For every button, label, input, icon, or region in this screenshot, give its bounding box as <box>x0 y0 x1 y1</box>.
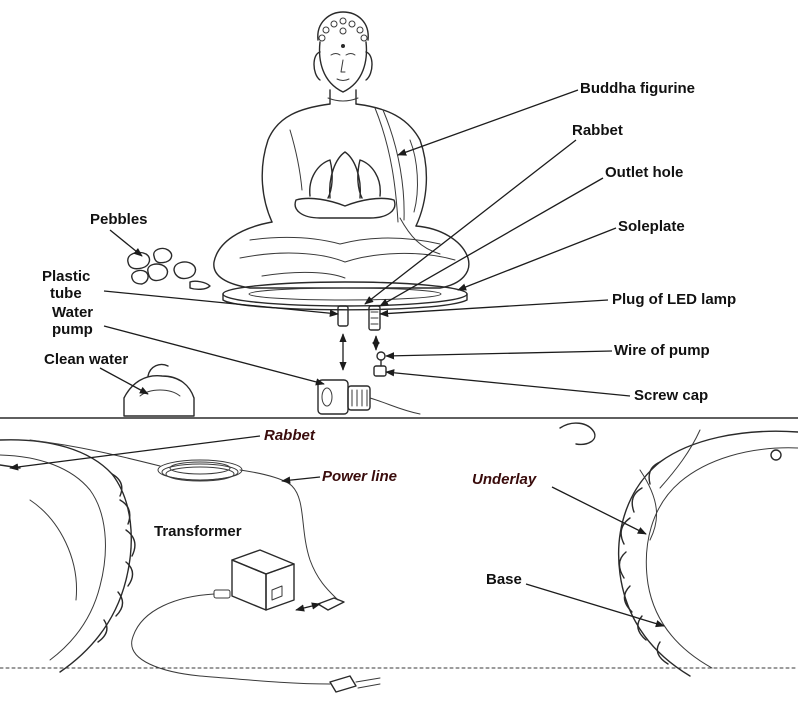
leader-pebbles <box>110 230 142 256</box>
label-soleplate: Soleplate <box>618 218 685 235</box>
water-pump-drawing <box>318 380 420 414</box>
leader-underlay <box>552 487 646 534</box>
label-water-pump-line1: Water <box>52 304 93 321</box>
leader-screw-cap <box>386 372 630 396</box>
leader-buddha-figurine <box>398 90 578 155</box>
label-base: Base <box>486 571 522 588</box>
label-underlay: Underlay <box>472 471 537 488</box>
transformer-drawing <box>132 550 380 692</box>
label-plastic-tube-line1: Plastic <box>42 268 90 285</box>
label-buddha-figurine: Buddha figurine <box>580 80 695 97</box>
leader-power-line <box>282 477 320 481</box>
clean-water-drawing <box>124 364 194 416</box>
label-power-line: Power line <box>322 468 397 485</box>
leader-rabbet-bottom <box>10 436 260 468</box>
label-outlet-hole: Outlet hole <box>605 164 683 181</box>
leader-clean-water <box>100 368 148 394</box>
left-basin-drawing <box>0 440 798 672</box>
bottom-panel: Rabbet Power line Underlay Transformer B… <box>0 423 798 692</box>
label-plastic-tube-line2: tube <box>50 285 82 302</box>
label-rabbet-bottom: Rabbet <box>264 427 316 444</box>
label-screw-cap: Screw cap <box>634 387 708 404</box>
buddha-figurine-drawing <box>214 12 469 288</box>
leader-water-pump <box>104 326 324 384</box>
leader-plastic-tube <box>104 291 338 314</box>
leader-plug-led <box>380 300 608 314</box>
label-plug-led: Plug of LED lamp <box>612 291 736 308</box>
leader-wire-pump <box>386 351 612 356</box>
leader-rabbet-top <box>365 140 576 304</box>
label-rabbet-top: Rabbet <box>572 122 623 139</box>
top-panel: Buddha figurine Rabbet Outlet hole Solep… <box>42 12 736 416</box>
right-basin-drawing <box>560 423 798 676</box>
label-clean-water: Clean water <box>44 351 128 368</box>
label-wire-pump: Wire of pump <box>614 342 710 359</box>
leader-base <box>526 584 664 626</box>
leader-soleplate <box>458 228 616 290</box>
label-transformer: Transformer <box>154 523 242 540</box>
label-water-pump-line2: pump <box>52 321 93 338</box>
leader-outlet-hole <box>380 178 603 306</box>
tube-and-plug-drawing <box>338 306 386 376</box>
label-pebbles: Pebbles <box>90 211 148 228</box>
